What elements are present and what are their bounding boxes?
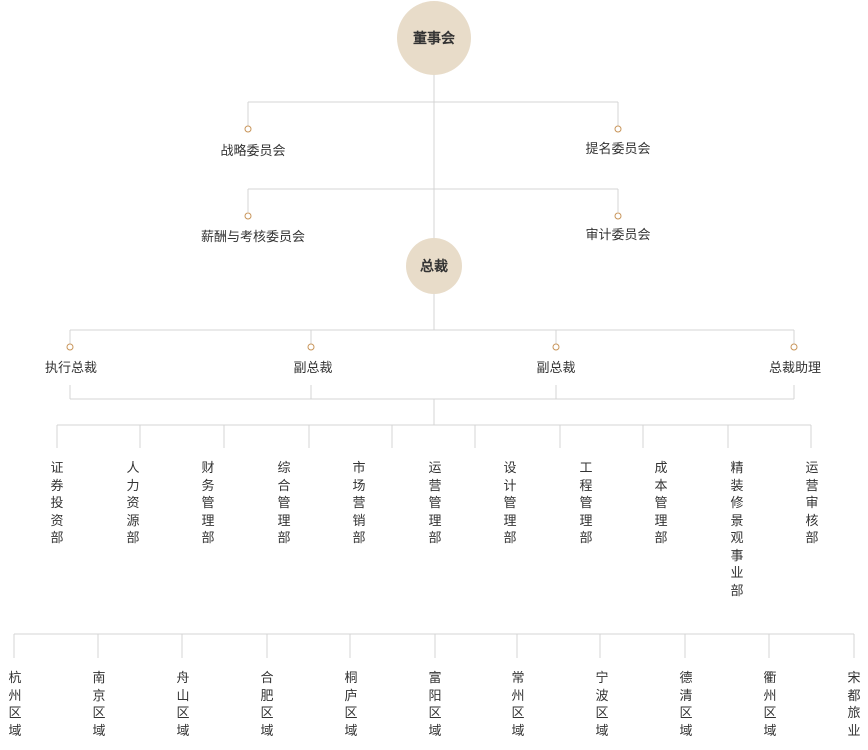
region-item: 杭州区域 — [8, 670, 22, 738]
executive-item: 副总裁 — [293, 360, 333, 375]
committee-dot — [614, 125, 622, 133]
department-item: 设计管理部 — [503, 460, 517, 545]
department-item: 综合管理部 — [277, 460, 291, 545]
region-item: 舟山区域 — [176, 670, 190, 738]
department-item: 运营审核部 — [805, 460, 819, 545]
department-item: 工程管理部 — [579, 460, 593, 545]
region-item: 富阳区域 — [428, 670, 442, 738]
executive-item: 副总裁 — [536, 360, 576, 375]
committee-strategy: 战略委员会 — [220, 143, 286, 158]
committee-compensation: 薪酬与考核委员会 — [200, 229, 306, 244]
region-item: 桐庐区域 — [344, 670, 358, 738]
executive-dot — [552, 343, 560, 351]
department-item: 市场营销部 — [352, 460, 366, 545]
committee-audit: 审计委员会 — [585, 227, 651, 242]
executive-item: 总裁助理 — [768, 360, 822, 375]
department-item: 人力资源部 — [126, 460, 140, 545]
board-label: 董事会 — [413, 30, 455, 46]
region-item: 衢州区域 — [763, 670, 777, 738]
executive-dot — [307, 343, 315, 351]
region-item: 常州区域 — [511, 670, 525, 738]
board-node: 董事会 — [397, 1, 471, 75]
department-item: 成本管理部 — [654, 460, 668, 545]
region-item: 南京区域 — [92, 670, 106, 738]
committee-dot — [244, 125, 252, 133]
executive-item: 执行总裁 — [44, 360, 98, 375]
region-item: 宁波区域 — [595, 670, 609, 738]
committee-dot — [244, 212, 252, 220]
president-label: 总裁 — [420, 258, 448, 274]
committee-nomination: 提名委员会 — [585, 141, 651, 156]
region-item: 德清区域 — [679, 670, 693, 738]
department-item: 运营管理部 — [428, 460, 442, 545]
region-item: 合肥区域 — [260, 670, 274, 738]
committee-dot — [614, 212, 622, 220]
department-item: 精装修景观事业部 — [730, 460, 744, 598]
region-item: 宋都旅业 — [847, 670, 861, 738]
president-node: 总裁 — [406, 238, 462, 294]
executive-dot — [790, 343, 798, 351]
department-item: 证券投资部 — [50, 460, 64, 545]
department-item: 财务管理部 — [201, 460, 215, 545]
executive-dot — [66, 343, 74, 351]
